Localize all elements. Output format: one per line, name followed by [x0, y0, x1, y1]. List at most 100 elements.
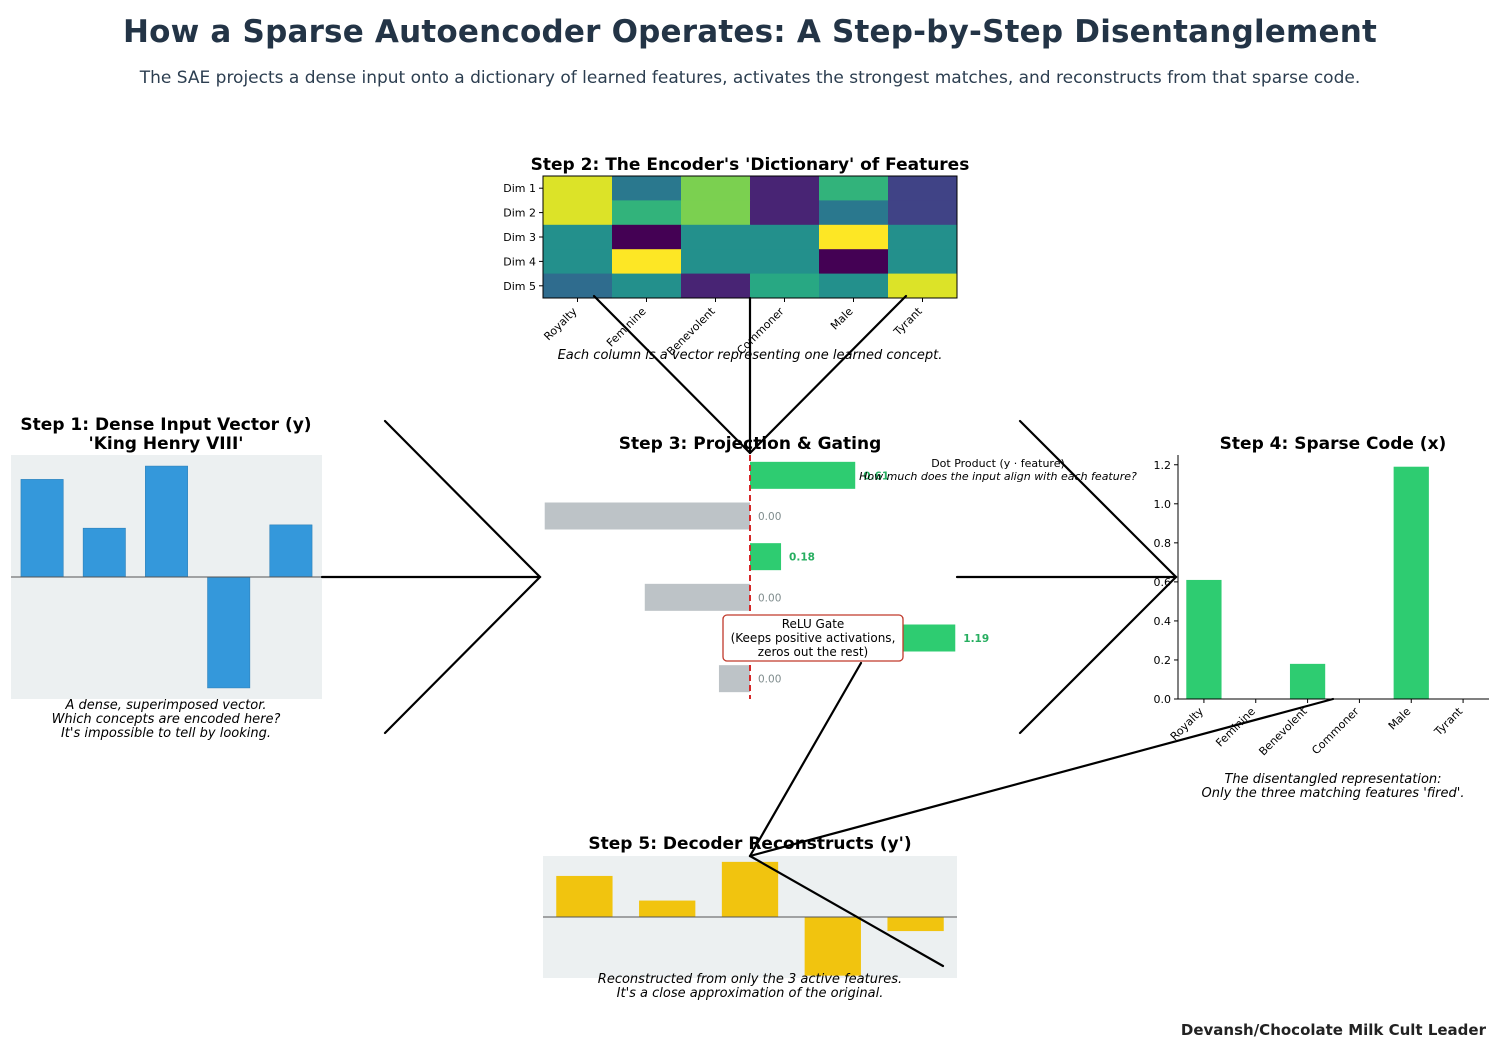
heatmap-row-label: Dim 3: [503, 231, 536, 244]
step5-caption-line2: It's a close approximation of the origin…: [617, 986, 884, 1001]
arrow-step2-to-step3-left: [592, 294, 752, 455]
relu-gate-line3: zeros out the rest): [758, 645, 868, 659]
step4-bar: [1393, 466, 1429, 699]
heatmap-cell: [750, 273, 820, 299]
step5-bar: [556, 875, 613, 917]
heatmap-row-label: Dim 1: [503, 182, 536, 195]
heatmap-cell: [681, 176, 751, 201]
step1-caption-line2: Which concepts are encoded here?: [52, 712, 281, 727]
heatmap-cell: [750, 224, 820, 250]
arrow-step5-tail: [748, 854, 945, 968]
heatmap-cell: [681, 273, 751, 299]
step1-title-line1: Step 1: Dense Input Vector (y): [20, 415, 311, 435]
step4-x-label: Tyrant: [1431, 704, 1465, 738]
step4-x-label: Commoner: [1309, 705, 1362, 758]
heatmap-cell: [819, 273, 889, 299]
step1-bar: [145, 465, 188, 578]
heatmap-cell: [819, 200, 889, 226]
step4-y-label: 0.8: [1154, 537, 1172, 550]
relu-gate-title: ReLU Gate: [782, 617, 845, 631]
arrow-relu-to-step5: [748, 661, 863, 858]
step4-panel: Step 4: Sparse Code (x) 0.00.20.40.60.81…: [1154, 434, 1489, 801]
step3-bar: [644, 583, 750, 611]
heatmap-cell: [612, 176, 682, 201]
step3-bar: [718, 665, 750, 693]
heatmap-row-label: Dim 2: [503, 207, 536, 220]
dot-product-question: How much does the input align with each …: [859, 470, 1137, 483]
step3-value-label: 0.00: [758, 592, 781, 604]
step1-caption-line1: A dense, superimposed vector.: [65, 698, 267, 713]
step4-caption-line1: The disentangled representation:: [1224, 772, 1441, 787]
step3-value-label: 0.00: [758, 511, 781, 523]
heatmap-cell: [888, 224, 958, 250]
heatmap-cell: [543, 249, 613, 275]
relu-gate-frame: [722, 614, 904, 662]
step1-title-line2: 'King Henry VIII': [89, 434, 244, 454]
heatmap-cell: [612, 249, 682, 275]
step4-x-label: Male: [1386, 705, 1414, 733]
step3-value-label: 0.18: [789, 552, 815, 564]
step1-bar: [82, 527, 126, 578]
step4-y-label: 0.2: [1154, 654, 1172, 667]
heatmap-cell: [750, 200, 820, 226]
step4-title: Step 4: Sparse Code (x): [1220, 434, 1447, 454]
arrow-step4-to-step5: [748, 697, 1335, 858]
step1-bar: [20, 479, 64, 578]
heatmap-cell: [543, 176, 613, 201]
heatmap-cell: [819, 176, 889, 201]
page-title: How a Sparse Autoencoder Operates: A Ste…: [122, 14, 1378, 50]
heatmap-row-label: Dim 4: [503, 255, 536, 268]
step4-caption-line2: Only the three matching features 'fired'…: [1202, 786, 1465, 801]
step3-bar: [544, 502, 750, 530]
step3-bar: [750, 461, 856, 489]
heatmap-cell: [819, 249, 889, 275]
heatmap-cell: [612, 273, 682, 299]
relu-gate-line2: (Keeps positive activations,: [731, 631, 896, 645]
heatmap-col-label: Tyrant: [891, 304, 925, 338]
arrow-step1-head: [383, 419, 542, 735]
step1-panel: Step 1: Dense Input Vector (y) 'King Hen…: [11, 415, 322, 741]
heatmap-cell: [888, 176, 958, 201]
heatmap-cell: [750, 176, 820, 201]
heatmap-cell: [543, 273, 613, 299]
dot-product-label: Dot Product (y · feature): [931, 457, 1065, 470]
step5-title: Step 5: Decoder Reconstructs (y'): [588, 834, 911, 854]
heatmap-cell: [543, 200, 613, 226]
heatmap-col-label: Royalty: [541, 305, 580, 344]
heatmap-cell: [681, 200, 751, 226]
heatmap-cell: [888, 249, 958, 275]
step5-panel: Step 5: Decoder Reconstructs (y') Recons…: [543, 834, 957, 1001]
step4-bar: [1186, 579, 1222, 699]
step3-value-label: 0.61: [863, 470, 889, 482]
page-subtitle: The SAE projects a dense input onto a di…: [139, 68, 1361, 88]
heatmap-cell: [750, 249, 820, 275]
heatmap-cell: [888, 200, 958, 226]
arrow-step3-head: [1018, 419, 1178, 735]
step3-value-label: 0.00: [758, 674, 781, 686]
step1-caption-line3: It's impossible to tell by looking.: [61, 726, 271, 741]
arrow-step2-to-step3-right: [748, 294, 908, 455]
step5-bar: [804, 917, 861, 976]
step5-bar: [887, 917, 944, 932]
step5-bar: [721, 861, 779, 917]
step1-bar: [269, 524, 313, 578]
heatmap-cell: [888, 273, 958, 299]
heatmap-cell: [612, 224, 682, 250]
step2-title: Step 2: The Encoder's 'Dictionary' of Fe…: [531, 155, 970, 175]
step4-x-label: Feminine: [1213, 705, 1258, 750]
step4-y-label: 0.4: [1154, 615, 1172, 628]
heatmap-cell: [612, 200, 682, 226]
step4-y-label: 1.2: [1154, 459, 1172, 472]
relu-gate-box: ReLU Gate (Keeps positive activations, z…: [722, 614, 904, 662]
step3-value-label: 1.19: [963, 633, 989, 645]
step4-y-label: 0.0: [1154, 693, 1172, 706]
step5-caption-line1: Reconstructed from only the 3 active fea…: [598, 972, 902, 987]
heatmap-cell: [819, 224, 889, 250]
heatmap-cell: [681, 224, 751, 250]
step1-bar: [207, 576, 251, 689]
step4-y-label: 1.0: [1154, 498, 1172, 511]
heatmap-col-label: Male: [828, 305, 856, 333]
heatmap-cell: [681, 249, 751, 275]
flow-arrows: [320, 294, 1335, 968]
